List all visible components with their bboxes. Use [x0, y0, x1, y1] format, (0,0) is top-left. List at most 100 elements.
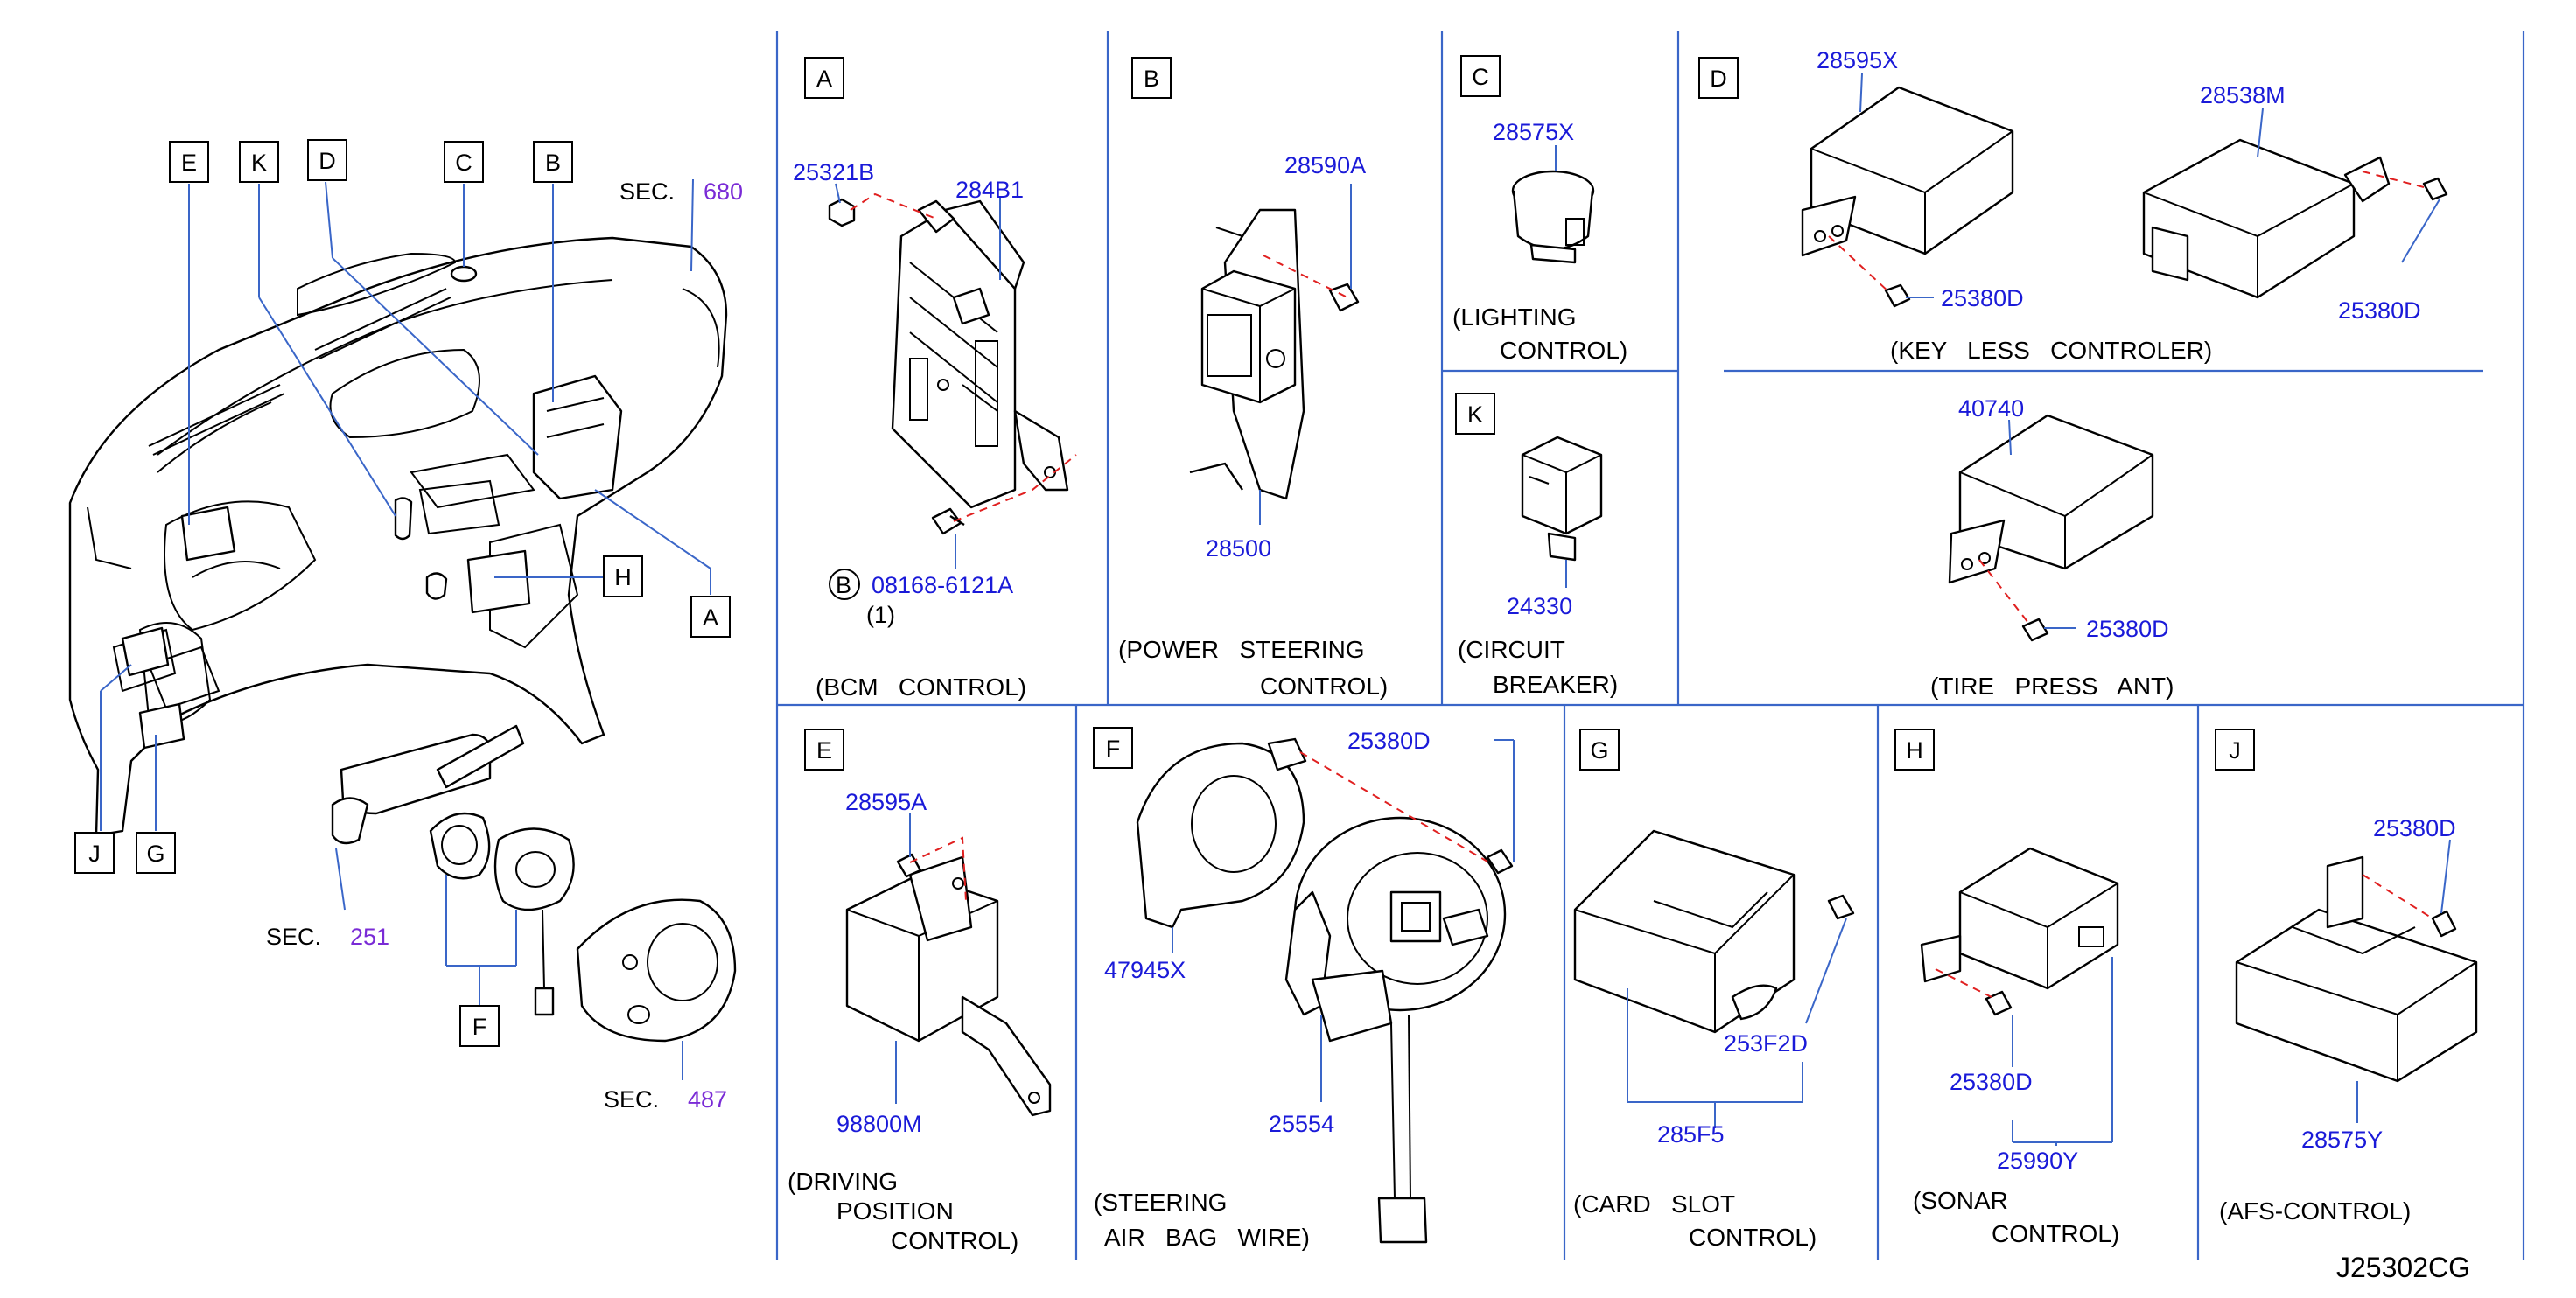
caption-power-steering: (POWER STEERING	[1118, 636, 1365, 663]
label-25380d-keyless-2[interactable]: 25380D	[2338, 297, 2421, 324]
label-28590a[interactable]: 28590A	[1284, 152, 1366, 178]
circuit-breaker-drawing[interactable]	[1521, 436, 1603, 562]
panel-f: F 25380D 47945X 25554 (STEERING	[1093, 727, 1515, 1251]
panel-a-letter: A	[804, 57, 844, 99]
spiral-cable-drawing[interactable]	[1284, 816, 1514, 1244]
svg-text:F: F	[1106, 736, 1121, 762]
label-28575x[interactable]: 28575X	[1493, 119, 1574, 145]
callout-G[interactable]: G	[136, 832, 176, 874]
card-slot-unit-drawing[interactable]	[1573, 829, 1855, 1034]
afs-control-unit-drawing[interactable]	[2235, 855, 2478, 1083]
keyless-controller-drawing[interactable]	[1801, 86, 2014, 308]
svg-text:SEC.: SEC.	[620, 178, 675, 205]
label-25990y[interactable]: 25990Y	[1997, 1148, 2078, 1174]
callout-B[interactable]: B	[533, 141, 573, 183]
panel-j: J 25380D 28575Y (AFS-CONTROL)	[2215, 729, 2478, 1225]
label-25380d-tire[interactable]: 25380D	[2086, 616, 2169, 642]
control-module-28538m-drawing[interactable]	[2142, 138, 2448, 299]
svg-text:K: K	[1467, 401, 1483, 428]
svg-text:D: D	[318, 148, 336, 174]
caption-driving-position-3: CONTROL)	[891, 1227, 1018, 1254]
sonar-control-unit-drawing[interactable]	[1920, 847, 2119, 1016]
panel-grid	[775, 31, 2525, 1260]
label-40740[interactable]: 40740	[1958, 395, 2024, 422]
label-28595a[interactable]: 28595A	[845, 789, 927, 815]
panel-b-letter: B	[1131, 57, 1172, 99]
bcm-unit-drawing[interactable]	[891, 199, 1069, 509]
callout-C[interactable]: C	[444, 141, 484, 183]
label-285f5[interactable]: 285F5	[1657, 1121, 1725, 1148]
label-25380d-airbag[interactable]: 25380D	[1348, 728, 1431, 754]
callout-D[interactable]: D	[307, 139, 347, 181]
callout-K[interactable]: K	[239, 141, 279, 183]
svg-text:G: G	[1590, 737, 1608, 764]
sec-251-label[interactable]: SEC. 251	[266, 924, 389, 950]
power-steering-unit-drawing[interactable]	[1189, 208, 1360, 500]
callout-F[interactable]: F	[459, 1005, 500, 1047]
svg-text:D: D	[1710, 66, 1727, 92]
sec-487-label[interactable]: SEC. 487	[604, 1086, 727, 1113]
label-28575y[interactable]: 28575Y	[2301, 1127, 2383, 1153]
svg-text:B: B	[545, 150, 561, 176]
svg-text:H: H	[614, 564, 632, 590]
caption-sonar-control-2: CONTROL)	[1992, 1220, 2119, 1247]
callout-H[interactable]: H	[603, 555, 643, 597]
svg-text:B: B	[1144, 66, 1159, 92]
caption-driving-position: (DRIVING	[788, 1168, 898, 1195]
label-284b1[interactable]: 284B1	[956, 177, 1024, 203]
svg-text:A: A	[816, 66, 832, 92]
svg-text:251: 251	[350, 924, 389, 950]
svg-text:C: C	[455, 150, 472, 176]
label-98800m[interactable]: 98800M	[836, 1111, 922, 1137]
panel-c-letter: C	[1460, 55, 1501, 97]
label-25554[interactable]: 25554	[1269, 1111, 1334, 1137]
label-25380d-afs[interactable]: 25380D	[2373, 815, 2456, 841]
tire-press-ant-drawing[interactable]	[1948, 414, 2154, 642]
panel-k: K 24330 (CIRCUIT BREAKER)	[1455, 393, 1618, 698]
label-08168-6121a[interactable]: 08168-6121A	[872, 572, 1013, 598]
svg-text:SEC.: SEC.	[604, 1086, 659, 1113]
svg-text:487: 487	[688, 1086, 727, 1113]
steering-angle-sensor-drawing[interactable]	[1136, 737, 1307, 929]
qty-08168-6121a: (1)	[866, 602, 895, 628]
caption-driving-position-2: POSITION	[836, 1197, 954, 1225]
svg-text:680: 680	[704, 178, 743, 205]
caption-circuit-breaker: (CIRCUIT	[1458, 636, 1565, 663]
panel-h: H 25380D 25990Y (SONAR CONTROL)	[1894, 729, 2119, 1247]
svg-text:A: A	[703, 604, 718, 631]
panel-j-letter: J	[2215, 729, 2255, 771]
panel-b: B 28590A 28500 (POWER STEERING CONTROL)	[1118, 57, 1388, 700]
label-47945x[interactable]: 47945X	[1104, 957, 1186, 983]
lighting-sensor-drawing[interactable]	[1511, 170, 1595, 264]
caption-steering-airbag: (STEERING	[1094, 1189, 1227, 1216]
caption-lighting-control-2: CONTROL)	[1500, 337, 1628, 364]
bolt-08168-6121a[interactable]	[931, 507, 965, 535]
label-28595x[interactable]: 28595X	[1816, 47, 1898, 73]
svg-text:C: C	[1472, 64, 1489, 90]
label-25380d-keyless-1[interactable]: 25380D	[1941, 285, 2024, 311]
callout-E[interactable]: E	[169, 141, 209, 183]
sec-680-label[interactable]: SEC. 680	[620, 178, 743, 205]
panel-h-letter: H	[1894, 729, 1935, 771]
label-25321b[interactable]: 25321B	[793, 159, 874, 185]
label-25380d-sonar[interactable]: 25380D	[1950, 1069, 2033, 1095]
label-24330[interactable]: 24330	[1507, 593, 1572, 619]
caption-card-slot: (CARD SLOT	[1573, 1190, 1735, 1218]
svg-text:SEC.: SEC.	[266, 924, 321, 950]
callout-J[interactable]: J	[74, 832, 115, 874]
svg-text:K: K	[251, 150, 267, 176]
caption-sonar-control: (SONAR	[1913, 1187, 2008, 1214]
svg-text:E: E	[181, 150, 197, 176]
label-253f2d[interactable]: 253F2D	[1724, 1030, 1808, 1057]
callout-A[interactable]: A	[690, 596, 731, 638]
svg-text:J: J	[88, 841, 101, 867]
label-28500[interactable]: 28500	[1206, 535, 1271, 562]
label-28538m[interactable]: 28538M	[2200, 82, 2286, 108]
panel-e-letter: E	[804, 729, 844, 771]
svg-text:H: H	[1906, 737, 1923, 764]
driving-position-unit-drawing[interactable]	[845, 853, 1052, 1117]
panel-e: E 28595A 98800M (DRIVING POSITION CONTRO…	[788, 729, 1052, 1254]
svg-text:J: J	[2229, 737, 2241, 764]
nut-25321b[interactable]	[828, 198, 856, 227]
